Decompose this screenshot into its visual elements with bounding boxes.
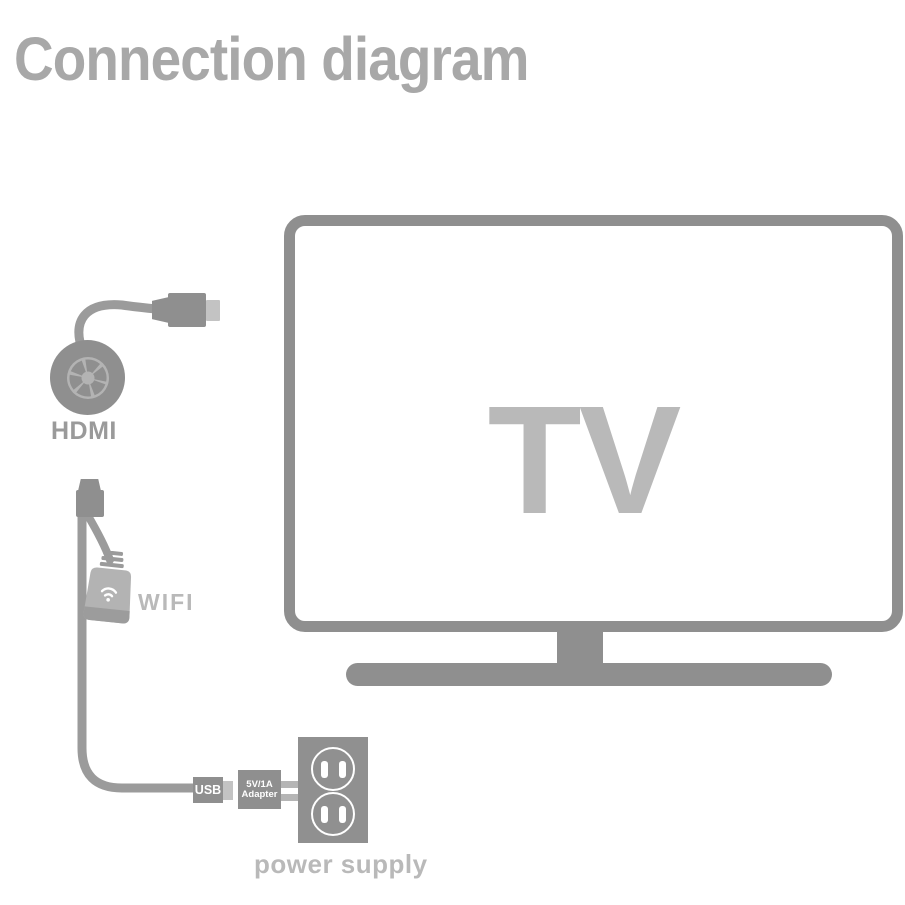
adapter-prong-bottom: [279, 794, 305, 801]
power-outlet: [298, 737, 368, 843]
outlet-slot: [338, 760, 346, 778]
hdmi-plug-tip: [206, 300, 220, 321]
page-title: Connection diagram: [14, 25, 529, 93]
usb-plug-body: USB: [193, 777, 223, 803]
outlet-socket-bottom: [311, 792, 355, 836]
outlet-slot: [320, 760, 328, 778]
outlet-slot: [320, 805, 328, 823]
tv-screen-outline: [284, 215, 903, 632]
adapter-label-line2: Adapter: [241, 788, 278, 800]
tv-stand-base: [346, 663, 832, 686]
hdmi-plug-neck: [152, 297, 169, 323]
hdmi-plug-body: [168, 293, 206, 327]
power-adapter-block: 5V/1A Adapter: [238, 770, 281, 809]
tv-stand-neck: [557, 628, 603, 666]
micro-usb-plug-tip: [78, 479, 101, 491]
aperture-icon: [66, 356, 109, 399]
adapter-prong-top: [279, 781, 305, 788]
wifi-receiver-device: [83, 551, 132, 624]
micro-usb-plug-body: [76, 490, 104, 517]
adapter-label-line1: 5V/1A: [246, 778, 273, 790]
hdmi-dongle-device: [50, 340, 125, 415]
usb-plug-tip: [222, 781, 233, 800]
outlet-slot: [338, 805, 346, 823]
power-supply-label: power supply: [254, 849, 428, 879]
tv-label: TV: [487, 374, 682, 546]
outlet-socket-top: [311, 747, 355, 791]
hdmi-label: HDMI: [51, 417, 117, 445]
wifi-label: WIFI: [138, 589, 195, 615]
